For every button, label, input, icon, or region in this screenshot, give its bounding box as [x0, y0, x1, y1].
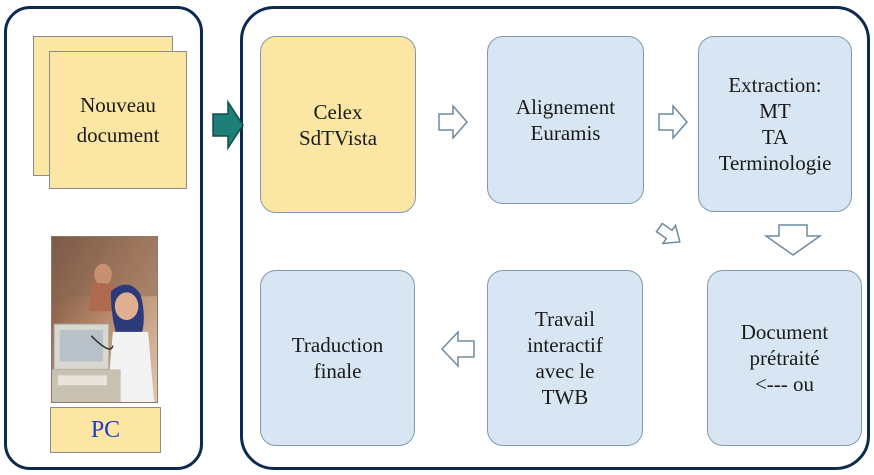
alignement-euramis-box: Alignement Euramis: [487, 36, 644, 204]
person-at-computer-photo: [51, 236, 158, 403]
arrow-down-icon: [763, 224, 823, 256]
pc-label: PC: [50, 407, 161, 453]
traduction-finale-box: Traduction finale: [260, 270, 415, 446]
arrow-diagonal-down-icon: [655, 222, 681, 245]
arrow-left-icon: [440, 330, 475, 368]
arrow-right-icon: [658, 104, 688, 140]
travail-interactif-box: Travail interactif avec le TWB: [487, 270, 643, 446]
new-document-label: Nouveau document: [76, 93, 160, 147]
arrow-right-icon: [438, 104, 468, 140]
new-document-box: Nouveau document: [49, 51, 187, 189]
teal-arrow-right-icon: [212, 99, 244, 151]
celex-sdtvista-box: Celex SdTVista: [260, 36, 416, 213]
document-pretraite-box: Document prétraité <--- ou: [707, 270, 862, 446]
extraction-box: Extraction: MT TA Terminologie: [698, 36, 852, 212]
